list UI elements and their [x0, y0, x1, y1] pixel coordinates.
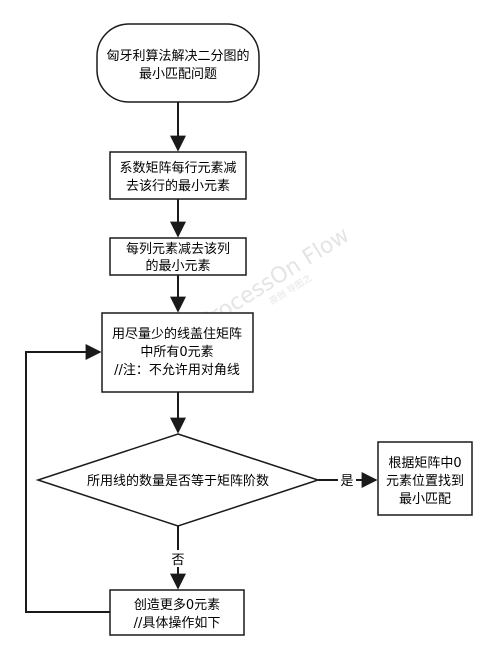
result-label-line2: 元素位置找到	[386, 474, 464, 489]
step2-label-line1: 每列元素减去该列	[126, 241, 230, 257]
step2-label-line2: 的最小元素	[145, 258, 210, 274]
result-label-line1: 根据矩阵中0	[388, 456, 461, 471]
step3-box	[101, 312, 254, 393]
result-label-line3: 最小匹配	[399, 492, 451, 507]
step1-label-line1: 系数矩阵每行元素减	[119, 160, 236, 176]
step3-label-line3: //注：不允许用对角线	[114, 362, 240, 378]
step2-box	[109, 237, 247, 276]
step1-label-line2: 去该行的最小元素	[126, 178, 230, 194]
result-box	[377, 441, 473, 516]
no-step-label-line1: 创造更多0元素	[134, 597, 220, 613]
edge-loop-back-to-step3	[25, 344, 110, 613]
start-label-line1: 匈牙利算法解决二分图的	[106, 48, 249, 64]
no-step-label-line2: //具体操作如下	[134, 615, 221, 631]
edge-yes-label: 是	[340, 474, 353, 489]
edge-no-label: 否	[171, 553, 184, 568]
edge-no-label-bg	[169, 550, 187, 567]
step3-label-line2: 中所有0元素	[140, 345, 213, 360]
start-label-line2: 最小匹配问题	[139, 67, 217, 82]
step1-box	[109, 151, 247, 200]
no-step-box	[109, 589, 245, 636]
decision-label: 所用线的数量是否等于矩阵阶数	[87, 473, 269, 489]
edge-yes-label-bg	[338, 471, 356, 488]
step3-label-line1: 用尽量少的线盖住矩阵	[112, 326, 242, 342]
